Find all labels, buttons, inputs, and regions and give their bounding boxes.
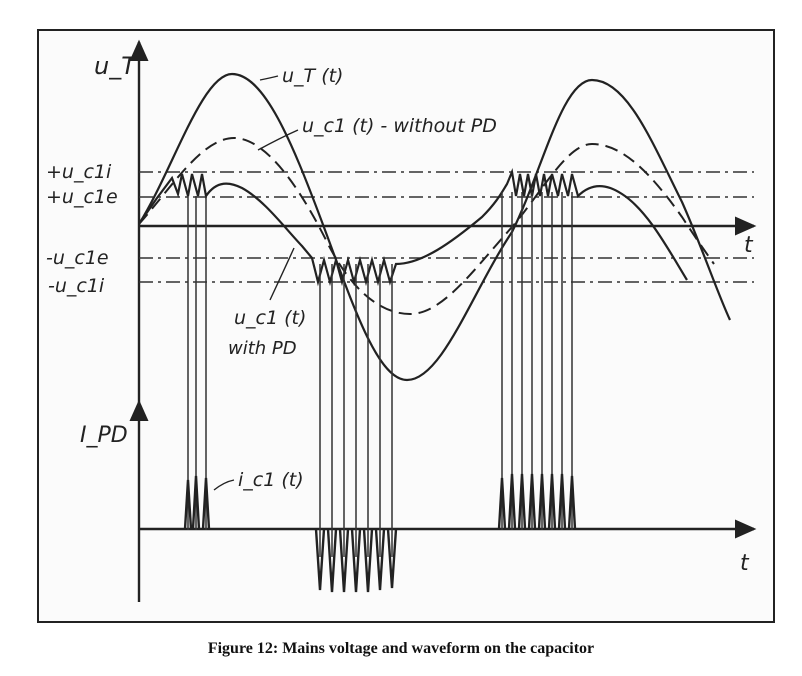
figure-caption: Figure 12: Mains voltage and waveform on… (207, 640, 595, 657)
uc1-without-pd-curve (138, 136, 715, 316)
ic1-curve-label: i_c1 (t) (238, 469, 304, 491)
uc1-without-pd-label: u_c1 (t) - without PD (302, 115, 497, 137)
ut-curve (138, 72, 731, 382)
waveform-diagram: u_T I_PD t t +u_c1i +u_c1e -u_c1e -u_c1i… (46, 39, 757, 602)
upper-x-axis-label: t (744, 233, 754, 258)
level-label-plus-uc1e: +u_c1e (46, 186, 118, 208)
switching-lines (187, 192, 573, 557)
uc1-with-pd-label-line2: with PD (228, 338, 297, 359)
level-label-minus-uc1e: -u_c1e (46, 247, 109, 269)
label-leaders (213, 75, 299, 491)
upper-y-axis-label: u_T (94, 52, 138, 80)
uc1-with-pd-curve (138, 168, 688, 287)
uc1-with-pd-label-line1: u_c1 (t) (234, 307, 306, 329)
figure-frame: u_T I_PD t t +u_c1i +u_c1e -u_c1e -u_c1i… (37, 29, 775, 623)
lower-y-axis-label: I_PD (80, 423, 128, 448)
threshold-lines (139, 171, 754, 283)
lower-x-axis-label: t (740, 551, 750, 576)
ut-curve-label: u_T (t) (282, 65, 343, 87)
current-pulses (183, 473, 577, 593)
level-label-minus-uc1i: -u_c1i (48, 275, 105, 297)
level-label-plus-uc1i: +u_c1i (46, 161, 112, 183)
